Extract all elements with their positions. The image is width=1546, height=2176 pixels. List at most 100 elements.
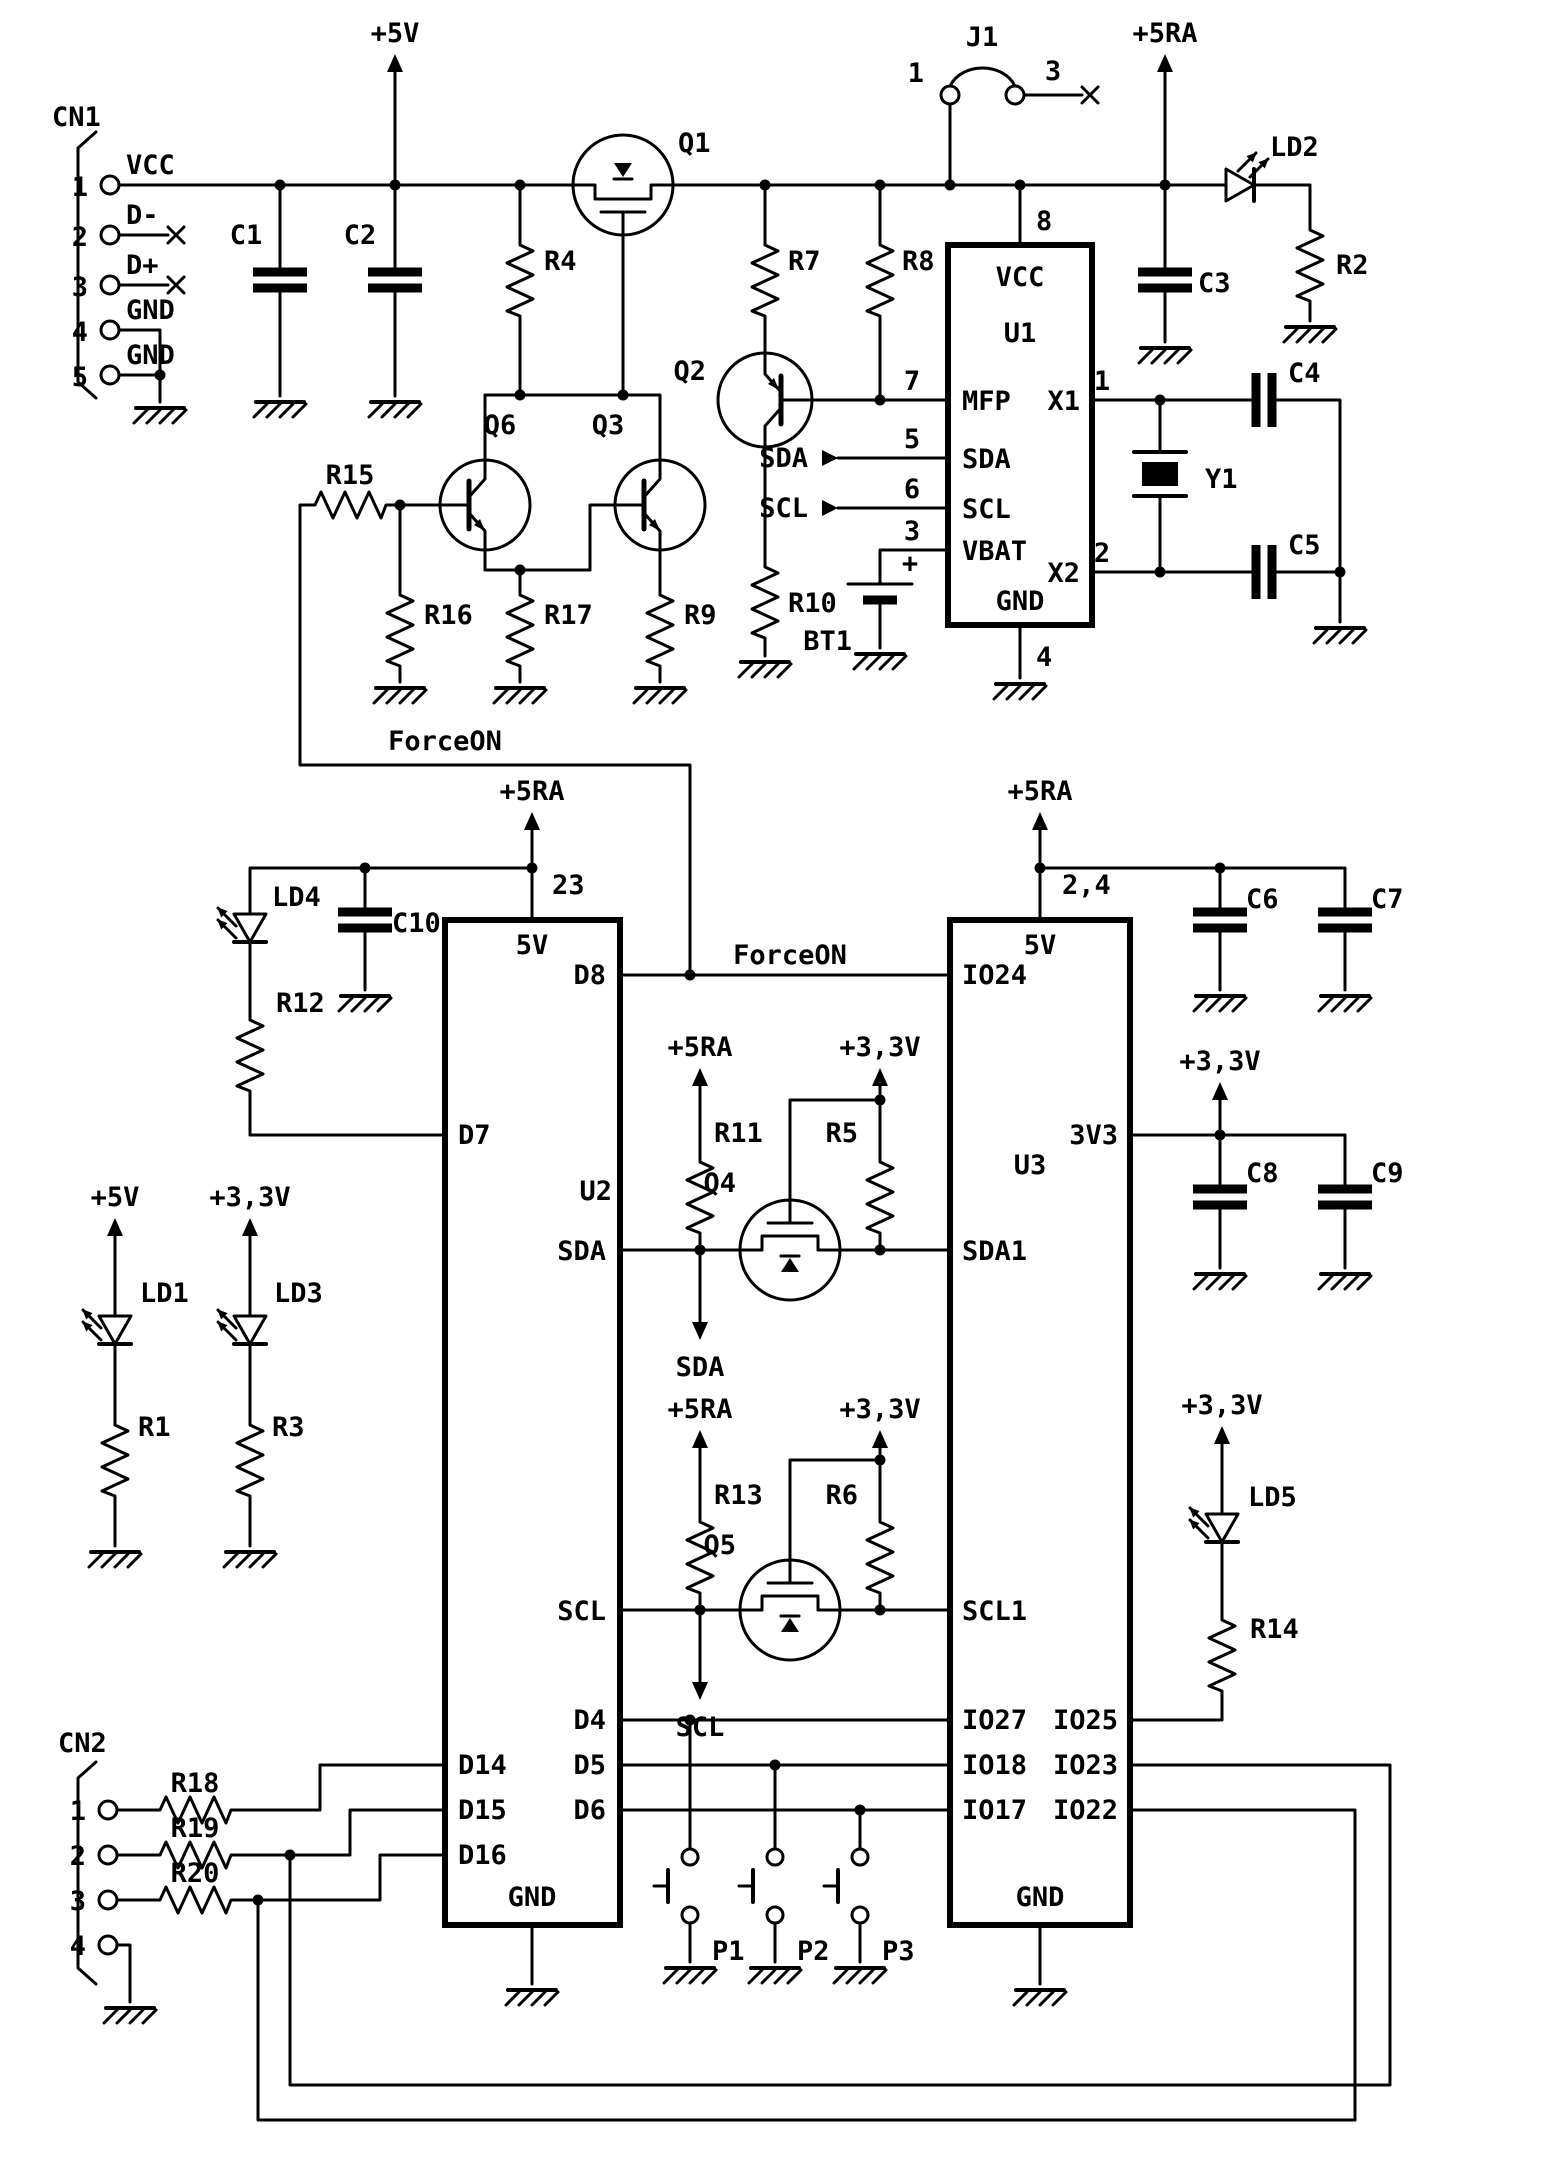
label-u1-pin4: 4 — [1036, 642, 1052, 673]
label-33v-caps: +3,3V — [1179, 1046, 1260, 1077]
label-r14: R14 — [1250, 1614, 1299, 1645]
label-c7: C7 — [1371, 884, 1404, 915]
label-bt1-plus: + — [902, 548, 918, 579]
label-u2-scl: SCL — [557, 1596, 606, 1627]
label-u1-pin7: 7 — [904, 366, 920, 397]
label-r19: R19 — [171, 1813, 220, 1844]
connector-cn2 — [76, 1760, 119, 1986]
label-cn2: CN2 — [58, 1728, 107, 1759]
label-r4: R4 — [544, 246, 577, 277]
label-u3-io18: IO18 — [962, 1750, 1027, 1781]
label-u3-5v: 5V — [1024, 930, 1057, 961]
label-j1-pin1: 1 — [908, 58, 924, 89]
label-33v-r6: +3,3V — [839, 1394, 920, 1425]
label-u3-io25: IO25 — [1053, 1705, 1118, 1736]
mosfet-q1 — [571, 133, 675, 237]
label-r11: R11 — [714, 1118, 763, 1149]
label-u1: U1 — [1004, 318, 1037, 349]
label-5ra-r11: +5RA — [667, 1032, 732, 1063]
label-u3-pin24: 2,4 — [1062, 870, 1111, 901]
label-q3: Q3 — [592, 410, 625, 441]
label-5ra-r13: +5RA — [667, 1394, 732, 1425]
label-cn1-vcc: VCC — [126, 150, 175, 181]
label-cn1-pin5: 5 — [72, 362, 88, 393]
label-5v-ld1: +5V — [91, 1182, 140, 1213]
label-u2: U2 — [579, 1176, 612, 1207]
label-r18: R18 — [171, 1768, 220, 1799]
label-cn2-pin2: 2 — [70, 1841, 86, 1872]
label-u3-io17: IO17 — [962, 1795, 1027, 1826]
label-u3-scl1: SCL1 — [962, 1596, 1027, 1627]
label-u1-x1: X1 — [1047, 386, 1080, 417]
label-cn1-pin4: 4 — [72, 317, 88, 348]
label-u1-sda: SDA — [962, 444, 1011, 475]
label-5ra-u2: +5RA — [499, 776, 564, 807]
label-c9: C9 — [1371, 1158, 1404, 1189]
label-r6: R6 — [825, 1480, 858, 1511]
ic-u1-body — [945, 242, 1095, 628]
label-u2-d5: D5 — [573, 1750, 606, 1781]
label-u1-mfp: MFP — [962, 386, 1011, 417]
label-j1: J1 — [966, 22, 999, 53]
label-cn2-pin1: 1 — [70, 1796, 86, 1827]
label-u2-d6: D6 — [573, 1795, 606, 1826]
label-y1: Y1 — [1205, 464, 1238, 495]
label-r16: R16 — [424, 600, 473, 631]
mosfet-q5 — [738, 1558, 842, 1662]
label-cn1-gnd2: GND — [126, 340, 175, 371]
label-r7: R7 — [788, 246, 821, 277]
label-q1: Q1 — [678, 128, 711, 159]
transistor-q2 — [718, 353, 812, 447]
label-u3-io27: IO27 — [962, 1705, 1027, 1736]
mosfet-q4 — [738, 1198, 842, 1302]
jumper-j1 — [939, 66, 1026, 106]
label-33v-ld3: +3,3V — [209, 1182, 290, 1213]
label-r2: R2 — [1336, 250, 1369, 281]
label-u3: U3 — [1014, 1150, 1047, 1181]
label-u2-d14: D14 — [458, 1750, 507, 1781]
label-cn1-dplus: D+ — [126, 250, 159, 281]
label-u3-sda1: SDA1 — [962, 1236, 1027, 1267]
label-u1-gnd: GND — [996, 586, 1045, 617]
label-u3-io23: IO23 — [1053, 1750, 1118, 1781]
wire-segments-top — [117, 70, 1342, 977]
label-cn1: CN1 — [52, 102, 101, 133]
label-r13: R13 — [714, 1480, 763, 1511]
label-u1-pin6: 6 — [904, 474, 920, 505]
label-cn1-pin1: 1 — [72, 172, 88, 203]
label-r20: R20 — [171, 1858, 220, 1889]
label-cn1-pin3: 3 — [72, 272, 88, 303]
label-5v: +5V — [371, 18, 420, 49]
junction-dots — [154, 179, 1346, 1906]
transistor-q3 — [615, 460, 705, 550]
label-c6: C6 — [1246, 884, 1279, 915]
label-p2: P2 — [797, 1936, 830, 1967]
connector-cn1 — [76, 130, 121, 400]
label-u2-sda: SDA — [557, 1236, 606, 1267]
label-c4: C4 — [1288, 358, 1321, 389]
label-r10: R10 — [788, 588, 837, 619]
label-u3-io22: IO22 — [1053, 1795, 1118, 1826]
label-j1-pin3: 3 — [1045, 56, 1061, 87]
label-r17: R17 — [544, 600, 593, 631]
label-ld1: LD1 — [140, 1278, 189, 1309]
label-scl-in: SCL — [759, 493, 808, 524]
label-cn2-pin4: 4 — [70, 1931, 86, 1962]
label-5ra-u3: +5RA — [1007, 776, 1072, 807]
label-c10: C10 — [392, 908, 441, 939]
label-r5: R5 — [825, 1118, 858, 1149]
label-ld4: LD4 — [272, 882, 321, 913]
label-c2: C2 — [344, 220, 377, 251]
label-ld5: LD5 — [1248, 1482, 1297, 1513]
label-u1-vcc: VCC — [996, 262, 1045, 293]
label-u2-d8: D8 — [573, 960, 606, 991]
labels: +5V +5RA J1 1 3 CN1 1 2 3 4 5 VCC D- D+ … — [52, 18, 1404, 1967]
label-p1: P1 — [712, 1936, 745, 1967]
label-q2: Q2 — [673, 356, 706, 387]
label-u2-gnd: GND — [508, 1882, 557, 1913]
label-r15: R15 — [326, 460, 375, 491]
label-sda-in: SDA — [759, 443, 808, 474]
label-c8: C8 — [1246, 1158, 1279, 1189]
label-c1: C1 — [230, 220, 263, 251]
